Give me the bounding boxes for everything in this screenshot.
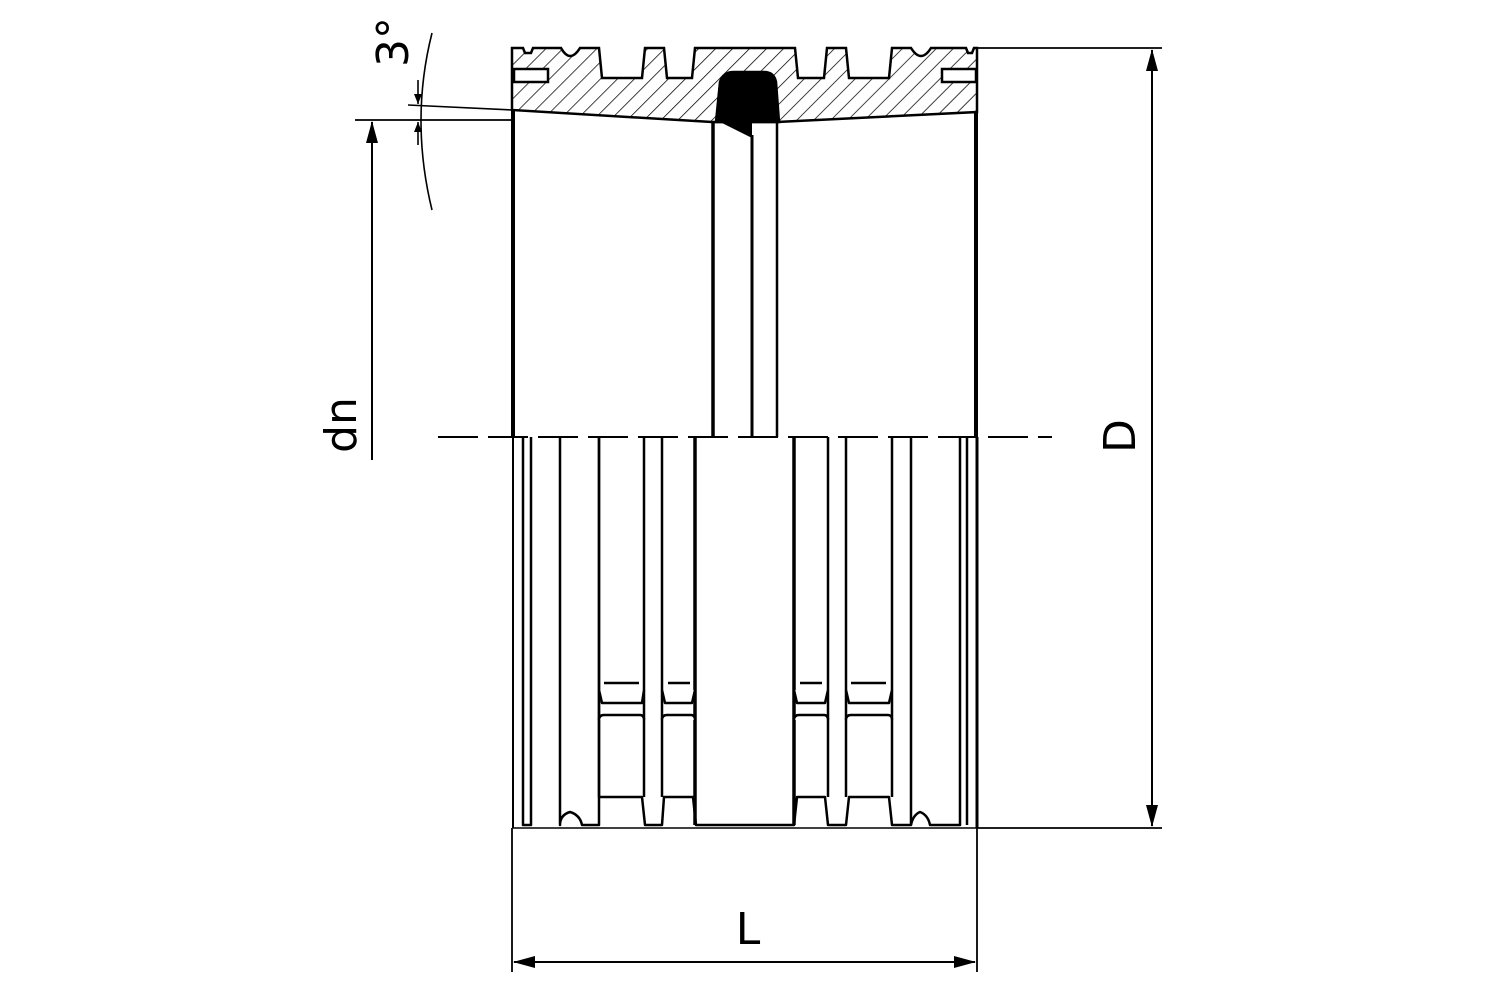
dimension-label-dn: dn [316, 397, 367, 453]
dimension-L [511, 828, 978, 972]
seal-ring [714, 70, 781, 124]
dimension-angle [407, 32, 513, 211]
seal-lip [716, 118, 752, 138]
dimension-label-D: D [1095, 419, 1146, 453]
dimension-label-L: L [736, 904, 761, 955]
angle-label: 3° [368, 17, 419, 67]
dimension-D [977, 47, 1162, 829]
external-view [512, 437, 979, 829]
end-slot-right [940, 67, 978, 84]
section-view [510, 46, 979, 437]
dimension-dn [355, 119, 512, 460]
end-slot-left [512, 67, 550, 84]
